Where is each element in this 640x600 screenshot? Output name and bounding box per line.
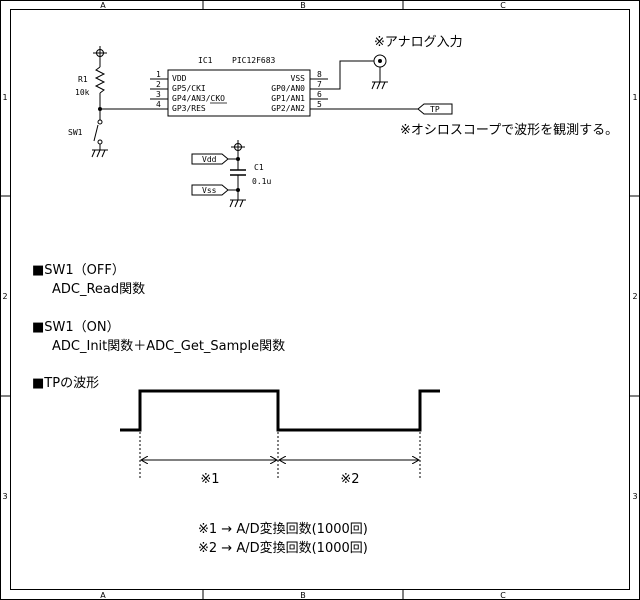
interval-2-label: ※2	[340, 472, 359, 487]
ic1-pin-6-num: 6	[317, 90, 322, 99]
vdd-port-flag	[191, 153, 229, 165]
section-sw1-off-body: ADC_Read関数	[52, 282, 145, 297]
ic1-pin-8-name: VSS	[291, 74, 306, 83]
section-sw1-on-heading: ■SW1（ON）	[32, 320, 120, 335]
c1-designator: C1	[254, 163, 264, 172]
ground-icon	[371, 81, 388, 90]
section-sw1-on-body: ADC_Init関数＋ADC_Get_Sample関数	[52, 339, 285, 354]
tp-waveform: ※1 ※2	[120, 389, 440, 487]
vdd-symbol-icon	[231, 140, 245, 154]
ic1-pin-7-num: 7	[317, 80, 322, 89]
row-label-left-2: 2	[2, 292, 7, 301]
ic1-pin-1-name: VDD	[172, 74, 187, 83]
vdd-port-label: Vdd	[202, 155, 217, 164]
ground-icon	[91, 149, 108, 158]
ic1-pin-8-num: 8	[317, 70, 322, 79]
vss-port-flag	[191, 184, 229, 196]
ic1-part-number: PIC12F683	[232, 56, 276, 65]
analog-input-note: ※アナログ入力	[374, 35, 463, 50]
r1-designator: R1	[78, 75, 88, 84]
col-label-top-c: C	[500, 1, 506, 10]
legend-line-2: ※2 → A/D変換回数(1000回)	[198, 540, 368, 556]
r1-value: 10k	[75, 88, 90, 97]
decoupling-circuit: C1 0.1u Vdd Vss	[191, 140, 271, 208]
ground-icon	[229, 199, 246, 208]
section-sw1-off-heading: ■SW1（OFF）	[32, 263, 125, 278]
ic1-body	[167, 69, 311, 117]
r1-resistor-icon	[94, 66, 106, 94]
ic1-pin-2-num: 2	[156, 80, 161, 89]
waveform-trace	[120, 389, 440, 432]
ic1-pin-4-name: GP3/RES	[172, 104, 206, 113]
ic1-pin-5-name: GP2/AN2	[271, 104, 305, 113]
description-sections: ■SW1（OFF） ADC_Read関数 ■SW1（ON） ADC_Init関数…	[32, 263, 285, 391]
c1-capacitor-icon	[230, 169, 246, 176]
legend-line-1: ※1 → A/D変換回数(1000回)	[198, 521, 368, 537]
sw1-designator: SW1	[68, 128, 83, 137]
ic1-pin-6-name: GP1/AN1	[271, 94, 305, 103]
ic1-pin-7-name: GP0/AN0	[271, 84, 305, 93]
row-label-right-1: 1	[632, 93, 637, 102]
vss-port-label: Vss	[202, 186, 217, 195]
ic1-pin-2-name: GP5/CKI	[172, 84, 206, 93]
reset-circuit: R1 10k SW1	[68, 46, 150, 158]
analog-input-circuit: ※アナログ入力	[328, 35, 463, 90]
row-label-left-1: 1	[2, 93, 7, 102]
vdd-symbol-icon	[93, 46, 107, 60]
ic1-pin-3-name: GP4/AN3/CKO	[172, 94, 225, 103]
ic1-symbol: IC1 PIC12F683 1 2 3 4 VDD GP5/CKI GP4/AN…	[150, 56, 328, 117]
c1-value: 0.1u	[252, 177, 271, 186]
interval-legend: ※1 → A/D変換回数(1000回) ※2 → A/D変換回数(1000回)	[198, 521, 368, 556]
row-label-right-3: 3	[632, 492, 637, 501]
row-label-left-3: 3	[2, 492, 7, 501]
col-label-top-b: B	[300, 1, 306, 10]
tp-port-label: TP	[430, 105, 440, 114]
analog-input-jack-icon	[373, 54, 387, 68]
junction-dot	[236, 157, 240, 161]
tp-port-flag	[417, 103, 453, 115]
junction-dot	[236, 188, 240, 192]
section-tp-heading: ■TPの波形	[32, 376, 99, 391]
ic1-pin-5-num: 5	[317, 100, 322, 109]
oscilloscope-note: ※オシロスコープで波形を観測する。	[400, 123, 618, 138]
interval-1-label: ※1	[200, 472, 219, 487]
ic1-pin-4-num: 4	[156, 100, 161, 109]
col-label-bottom-a: A	[100, 591, 106, 600]
ic1-designator: IC1	[198, 56, 213, 65]
row-label-right-2: 2	[632, 292, 637, 301]
col-label-bottom-c: C	[500, 591, 506, 600]
col-label-bottom-b: B	[300, 591, 306, 600]
ic1-pin-3-num: 3	[156, 90, 161, 99]
sw1-switch-icon	[93, 119, 103, 145]
tp-circuit: TP ※オシロスコープで波形を観測する。	[328, 103, 618, 138]
col-label-top-a: A	[100, 1, 106, 10]
ic1-pin-1-num: 1	[156, 70, 161, 79]
